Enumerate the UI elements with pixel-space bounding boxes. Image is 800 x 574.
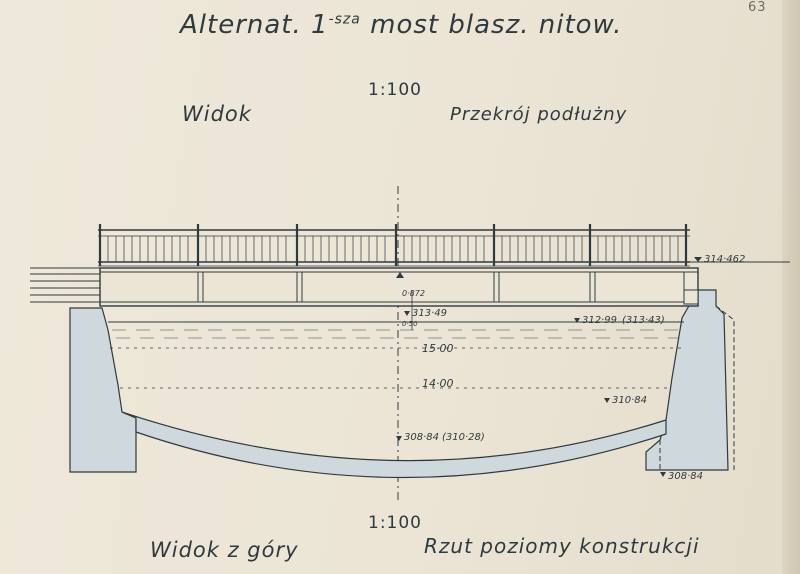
level-water-low: 310·84	[612, 395, 647, 406]
scale-label-bottom: 1:100	[368, 513, 422, 533]
level-girder-bottom: 313·49	[412, 308, 447, 319]
railing	[98, 224, 690, 267]
level-deck: 314·462	[704, 254, 745, 265]
dim-small-height: 0·50	[402, 320, 418, 328]
railing-posts	[98, 224, 688, 266]
girder-height-mark	[396, 272, 413, 330]
level-river-bed-alt: (310·28)	[442, 432, 485, 443]
title-main: Alternat. 1	[180, 10, 329, 40]
dim-span-inner: 14·00	[422, 377, 454, 390]
view-label-structure-plan: Rzut poziomy konstrukcji	[424, 534, 700, 558]
water-ripple-lines	[112, 329, 680, 339]
approach-embankment-left	[30, 267, 104, 303]
view-label-elevation: Widok	[182, 102, 252, 126]
river-bed	[121, 411, 667, 479]
scale-label-top: 1:100	[368, 80, 422, 100]
right-foundation-outline	[659, 305, 735, 470]
level-foundation: 308·84	[668, 471, 703, 482]
railing-balusters	[107, 236, 679, 262]
page-edge	[782, 0, 800, 574]
girder-stiffeners	[197, 272, 685, 302]
dim-girder-height: 0·872	[402, 289, 425, 298]
view-label-section: Przekrój podłużny	[450, 104, 628, 125]
level-water-high: 312·99	[582, 315, 617, 326]
bearing-right	[683, 289, 699, 305]
left-abutment	[69, 307, 137, 473]
drawing-title: Alternat. 1-sza most blasz. nitow.	[180, 10, 622, 40]
view-label-plan: Widok z góry	[150, 538, 299, 562]
level-water-high-alt: (313·43)	[622, 315, 665, 326]
dim-span-outer: 15·00	[422, 342, 454, 355]
title-rest: most blasz. nitow.	[360, 10, 623, 40]
level-river-bed: 308·84	[404, 432, 439, 443]
page-number: 63	[748, 0, 767, 15]
level-markers	[396, 257, 702, 477]
title-suffix: -sza	[328, 11, 361, 28]
